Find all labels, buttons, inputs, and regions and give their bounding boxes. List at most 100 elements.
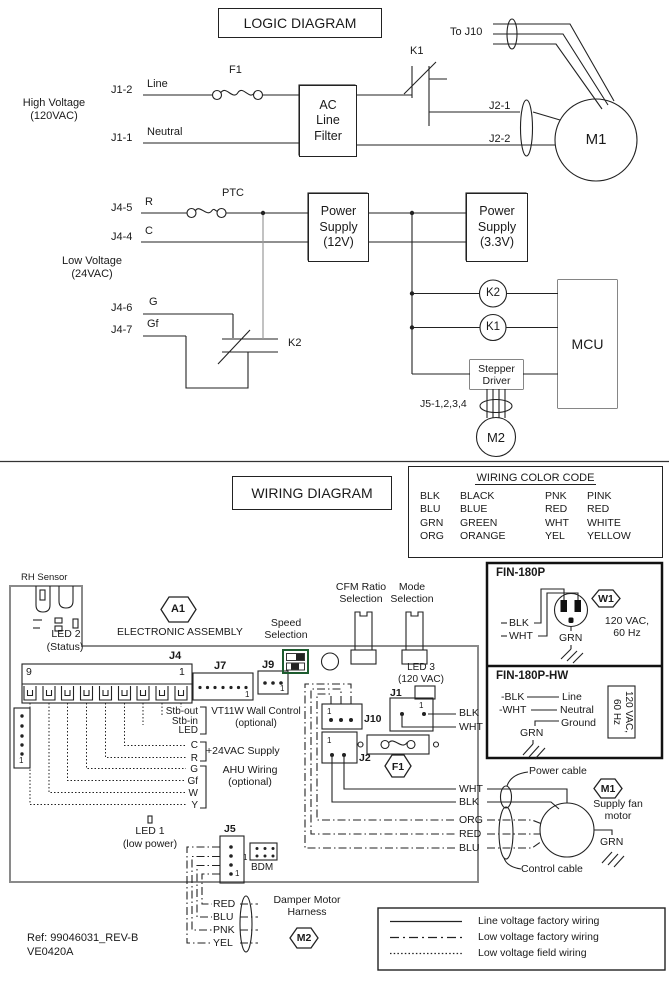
r-wire-label: R	[145, 196, 153, 208]
gf-wire-label: Gf	[147, 318, 159, 330]
w1-refdes: W1	[598, 593, 614, 605]
w-wire-label-wiring: W	[188, 787, 198, 799]
bdm-connector-label: BDM	[251, 862, 274, 873]
control-cable-label: Control cable	[521, 863, 583, 875]
terminal-j2-1: J2-1	[489, 100, 511, 112]
harness-blu-label: BLU	[213, 911, 234, 923]
power-supply-33v-box: Power Supply (3.3V)	[466, 193, 528, 262]
supply-24vac-label: +24VAC Supply	[206, 745, 280, 757]
j5-pin1-label: 1	[235, 869, 240, 878]
led1-label: LED 1	[135, 825, 165, 837]
connector-j1-label: J1	[390, 687, 402, 699]
wiring-dashdot-low-voltage	[186, 683, 543, 944]
ahu-wiring-label: AHU Wiring (optional)	[222, 764, 278, 789]
fin-p-grn-label: GRN	[559, 632, 583, 644]
j1-pin1-label: 1	[419, 701, 424, 710]
g-wire-label-wiring: G	[190, 763, 198, 775]
harness-pnk-label: PNK	[213, 924, 235, 936]
fin-boxes	[485, 561, 664, 760]
rh-sensor-label: RH Sensor	[21, 572, 68, 583]
connector-j5-label: J5	[224, 823, 236, 835]
terminal-j4-4: J4-4	[111, 231, 133, 243]
legend-low-voltage-factory: Low voltage factory wiring	[478, 931, 599, 943]
harness-yel-label: YEL	[213, 937, 233, 949]
color-code-heading: WIRING COLOR CODE	[474, 472, 597, 485]
c-wire-label: C	[145, 225, 153, 237]
fin-180p-hw-title: FIN-180P-HW	[496, 670, 569, 682]
fin-hw-wht-label: -WHT	[499, 704, 527, 716]
legend-low-voltage-field: Low voltage field wiring	[478, 947, 587, 959]
electronic-assembly-label: ELECTRONIC ASSEMBLY	[117, 626, 243, 638]
fin-hw-neutral-label: Neutral	[560, 704, 594, 716]
harness-m2-refdes: M2	[296, 932, 312, 944]
high-voltage-label: High Voltage (120VAC)	[22, 97, 86, 122]
out-org-label: ORG	[459, 814, 483, 826]
terminal-j5-1234: J5-1,2,3,4	[420, 398, 467, 410]
wiring-dotted-field	[29, 703, 186, 805]
vt11w-wall-control-label: VT11W Wall Control (optional)	[211, 706, 301, 729]
fin-p-wht-label: WHT	[509, 630, 533, 642]
g-wire-label: G	[149, 296, 158, 308]
j4-pin1-label: 1	[179, 666, 185, 678]
power-cable-label: Power cable	[529, 765, 587, 777]
relay-k1-contact-label: K1	[410, 45, 424, 57]
connector-pins	[20, 654, 426, 876]
terminal-j4-6: J4-6	[111, 302, 133, 314]
j1-blk-wire-label: BLK	[459, 707, 479, 719]
out-red-label: RED	[459, 828, 482, 840]
led2-label: LED 2	[51, 628, 81, 640]
line-label: Line	[147, 78, 168, 90]
doc-code: VE0420A	[27, 946, 74, 958]
led-wire-label: LED	[178, 725, 198, 736]
power-supply-12v-box: Power Supply (12V)	[308, 193, 369, 262]
relay-k1-coil-label: K1	[485, 321, 501, 333]
assembly-a1-refdes: A1	[170, 603, 186, 615]
left-connector-pin1-label: 1	[19, 756, 24, 765]
bdm-pin1-label: 1	[243, 853, 248, 862]
board-parts	[13, 586, 625, 953]
neutral-label: Neutral	[147, 126, 183, 138]
connector-j10-label: J10	[364, 713, 382, 725]
terminal-j4-5: J4-5	[111, 202, 133, 214]
logic-junction-dots	[260, 210, 415, 330]
gf-wire-label-wiring: Gf	[187, 775, 198, 787]
fin-hw-grn-label: GRN	[520, 727, 544, 739]
low-voltage-label: Low Voltage (24VAC)	[62, 255, 122, 280]
fin-hw-line-label: Line	[562, 691, 582, 703]
fin-hw-ground-label: Ground	[561, 717, 597, 729]
led1-low-power-label: (low power)	[122, 838, 178, 850]
mcu-box-label: MCU	[558, 280, 617, 408]
j1-wht-wire-label: WHT	[459, 721, 483, 733]
motor-m1-refdes: M1	[600, 783, 616, 795]
mode-selection-label: Mode Selection	[390, 581, 434, 606]
j4-pin9-label: 9	[26, 666, 32, 678]
led3-label: LED 3 (120 VAC)	[398, 662, 444, 685]
fuse-f1-label: F1	[229, 64, 242, 76]
j2-pin1-label: 1	[327, 736, 332, 745]
fin-hw-blk-label: -BLK	[501, 691, 525, 703]
board-outline	[9, 585, 479, 883]
stepper-driver-label: Stepper Driver	[470, 360, 523, 389]
j9-pin1-label: 1	[280, 684, 285, 693]
terminal-j1-2: J1-2	[111, 84, 133, 96]
terminal-j2-2: J2-2	[489, 133, 511, 145]
j7-pin1-label: 1	[245, 690, 250, 699]
relay-k2-contact-label: K2	[288, 337, 302, 349]
cfm-ratio-selection-label: CFM Ratio Selection	[335, 581, 387, 606]
connector-j2-label: J2	[359, 752, 371, 764]
led2-status-label: (Status)	[46, 641, 84, 653]
ptc-label: PTC	[222, 187, 244, 199]
terminal-j1-1: J1-1	[111, 132, 133, 144]
connector-j4-label: J4	[169, 650, 182, 662]
fin-p-blk-label: BLK	[509, 617, 529, 629]
terminal-j4-7: J4-7	[111, 324, 133, 336]
logic-wires	[141, 18, 638, 458]
wiring-diagram-title: WIRING DIAGRAM	[232, 476, 392, 510]
stb-out-label: Stb-out	[165, 706, 198, 717]
supply-fan-motor-label: Supply fan motor	[593, 798, 643, 823]
